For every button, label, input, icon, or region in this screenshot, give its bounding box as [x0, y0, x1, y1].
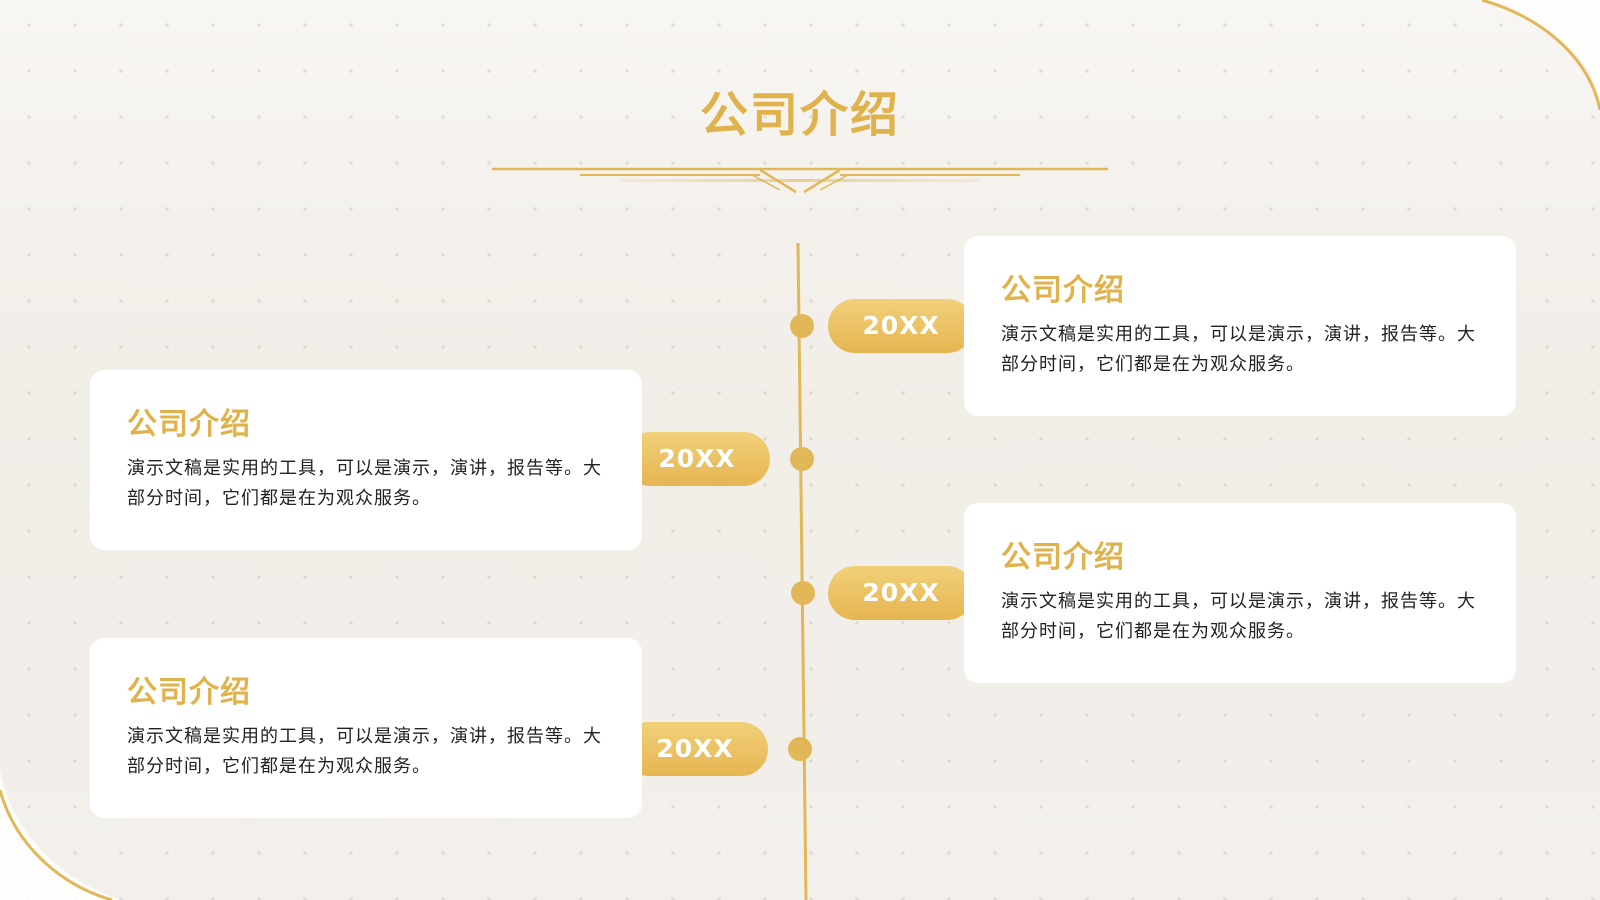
timeline-card: 公司介绍 演示文稿是实用的工具，可以是演示，演讲，报告等。大部分时间，它们都是在… [964, 236, 1516, 416]
card-title: 公司介绍 [127, 675, 251, 710]
card-text: 演示文稿是实用的工具，可以是演示，演讲，报告等。大部分时间，它们都是在为观众服务… [1001, 324, 1476, 375]
card-title: 公司介绍 [1001, 540, 1125, 575]
timeline-dot [788, 737, 812, 761]
page-title: 公司介绍 [699, 87, 900, 143]
year-badge: 20XX [828, 566, 974, 620]
timeline-dot [790, 447, 814, 471]
year-badge: 20XX [828, 299, 974, 353]
timeline-card: 公司介绍 演示文稿是实用的工具，可以是演示，演讲，报告等。大部分时间，它们都是在… [90, 370, 642, 550]
timeline-card: 公司介绍 演示文稿是实用的工具，可以是演示，演讲，报告等。大部分时间，它们都是在… [90, 638, 642, 818]
card-text: 演示文稿是实用的工具，可以是演示，演讲，报告等。大部分时间，它们都是在为观众服务… [1001, 591, 1476, 642]
timeline-dot [791, 581, 815, 605]
card-title: 公司介绍 [127, 407, 251, 442]
card-text: 演示文稿是实用的工具，可以是演示，演讲，报告等。大部分时间，它们都是在为观众服务… [127, 726, 602, 777]
year-badge: 20XX [624, 432, 770, 486]
year-badge: 20XX [622, 722, 768, 776]
timeline-dot [790, 314, 814, 338]
timeline-card: 公司介绍 演示文稿是实用的工具，可以是演示，演讲，报告等。大部分时间，它们都是在… [964, 503, 1516, 683]
card-text: 演示文稿是实用的工具，可以是演示，演讲，报告等。大部分时间，它们都是在为观众服务… [127, 458, 602, 509]
card-title: 公司介绍 [1001, 273, 1125, 308]
